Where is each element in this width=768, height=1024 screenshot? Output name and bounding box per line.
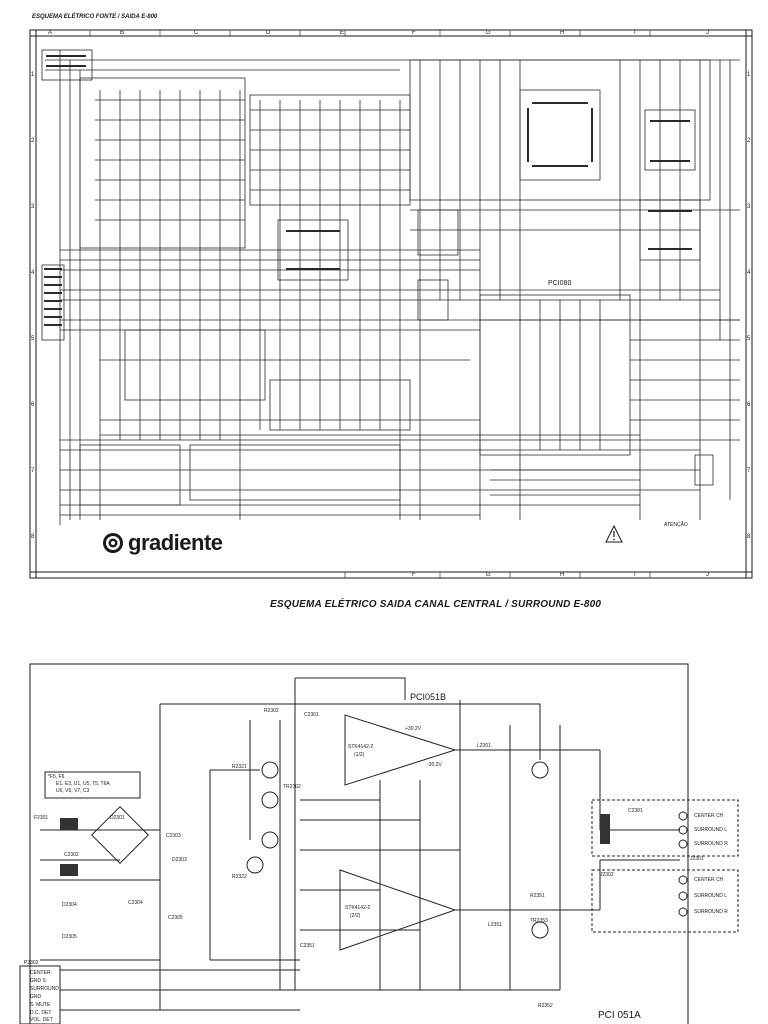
column-letter: F (412, 30, 416, 36)
component-label: TR2302 (283, 784, 301, 790)
connector-label: P2302 (24, 960, 39, 966)
column-letter: I (634, 572, 636, 578)
component-label: C2381 (628, 808, 643, 814)
bottom-sheet-title: ESQUEMA ELÉTRICO SAIDA CANAL CENTRAL / S… (270, 599, 602, 610)
row-number: 2 (747, 138, 751, 144)
column-letter: F (412, 572, 416, 578)
ic-pin-rows (44, 55, 692, 326)
board-label-bottom: PCI 051A (598, 1010, 641, 1021)
board-label: PCI080 (548, 280, 572, 287)
component-label: D2303 (172, 857, 187, 863)
component-label: R2321 (232, 764, 247, 770)
row-number: 8 (747, 534, 751, 540)
jack-label: J2301 (690, 856, 704, 862)
output-label: SURROUND L (694, 893, 728, 899)
component-label: C2304 (128, 900, 143, 906)
top-sheet-frame (29, 29, 753, 579)
row-number: 1 (747, 72, 751, 78)
component-label: D2301 (110, 815, 125, 821)
ic-bottom-part: (2/2) (350, 913, 361, 919)
column-letter: H (560, 30, 565, 36)
component-label: D2305 (62, 934, 77, 940)
column-letter: J (706, 30, 709, 36)
output-label: CENTER CH (694, 813, 724, 819)
row-number: 4 (747, 270, 751, 276)
legend-line: E1, E3, U1, U5, T5, T6A (56, 781, 110, 787)
legend-line: U6, V6, V7, C3 (56, 788, 90, 794)
component-label: R2322 (232, 874, 247, 880)
output-label: SURROUND L (694, 827, 728, 833)
connector-pin: GND (30, 994, 42, 1000)
output-label: SURROUND R (694, 841, 728, 847)
row-number: 4 (31, 270, 35, 276)
column-letter: I (634, 30, 636, 36)
regulator-blocks (60, 814, 610, 876)
component-label: L2351 (488, 922, 502, 928)
column-letter: E (340, 30, 345, 36)
ic-top-part: (1/2) (354, 752, 365, 758)
component-label: C2302 (64, 852, 79, 858)
gradiente-logo-icon (103, 533, 123, 553)
brand-logo: gradiente (102, 530, 223, 556)
rail-label: -30.2V (427, 762, 442, 768)
column-letter: J (706, 572, 709, 578)
row-number: 7 (31, 468, 35, 474)
board-label-top: PCI051B (410, 692, 447, 702)
component-label: R2352 (538, 1003, 553, 1009)
legend-line: *F5, F6 (48, 774, 65, 780)
component-label: C2305 (168, 915, 183, 921)
ic-bottom-label: STK4142-2 (345, 905, 371, 911)
connector-pin: S. MUTE (30, 1002, 51, 1008)
component-label: C2301 (304, 712, 319, 718)
row-number: 7 (747, 468, 751, 474)
ic-top-label: STK4142-2 (348, 744, 374, 750)
row-number: 6 (747, 402, 751, 408)
row-number: 5 (31, 336, 35, 342)
row-number: 1 (31, 72, 35, 78)
power-output-circuit (41, 49, 740, 525)
fuse-label: F2301 (34, 815, 49, 821)
speaker-terminals (678, 811, 688, 917)
column-letter: B (120, 30, 125, 36)
center-surround-circuit (19, 677, 739, 1024)
brand-name: gradiente (128, 530, 223, 555)
component-label: R2351 (530, 893, 545, 899)
warning-icon (605, 524, 623, 543)
component-label: L2301 (477, 743, 491, 749)
row-number: 5 (747, 336, 751, 342)
connector-pin: CENTER (30, 970, 51, 976)
component-label: C2303 (166, 833, 181, 839)
column-letter: D (266, 30, 271, 36)
column-letter: A (48, 30, 53, 36)
jack-label: J2302 (600, 872, 614, 878)
rail-label: +30.2V (405, 726, 421, 732)
row-number: 3 (31, 204, 35, 210)
row-number: 3 (747, 204, 751, 210)
column-letter: G (486, 30, 491, 36)
column-letter: C (194, 30, 199, 36)
row-number: 8 (31, 534, 35, 540)
row-number: 2 (31, 138, 35, 144)
output-label: SURROUND R (694, 909, 728, 915)
warning-label: ATENÇÃO (664, 522, 688, 528)
output-label: CENTER CH (694, 877, 724, 883)
component-label: TR2353 (530, 918, 548, 924)
component-label: R2302 (264, 708, 279, 714)
top-sheet-title: ESQUEMA ELÉTRICO FONTE / SAIDA E-800 (32, 14, 158, 20)
connector-pin: SURROUND (30, 986, 59, 992)
column-letter: G (486, 572, 491, 578)
row-number: 6 (31, 402, 35, 408)
connector-pin: VOL. DET (30, 1017, 53, 1023)
connector-pin: GND S (30, 978, 46, 984)
bottom-sheet-frame (29, 663, 689, 1024)
component-label: D2304 (62, 902, 77, 908)
component-label: C2351 (300, 943, 315, 949)
connector-pin: D.C. DET (30, 1010, 52, 1016)
column-letter: H (560, 572, 565, 578)
